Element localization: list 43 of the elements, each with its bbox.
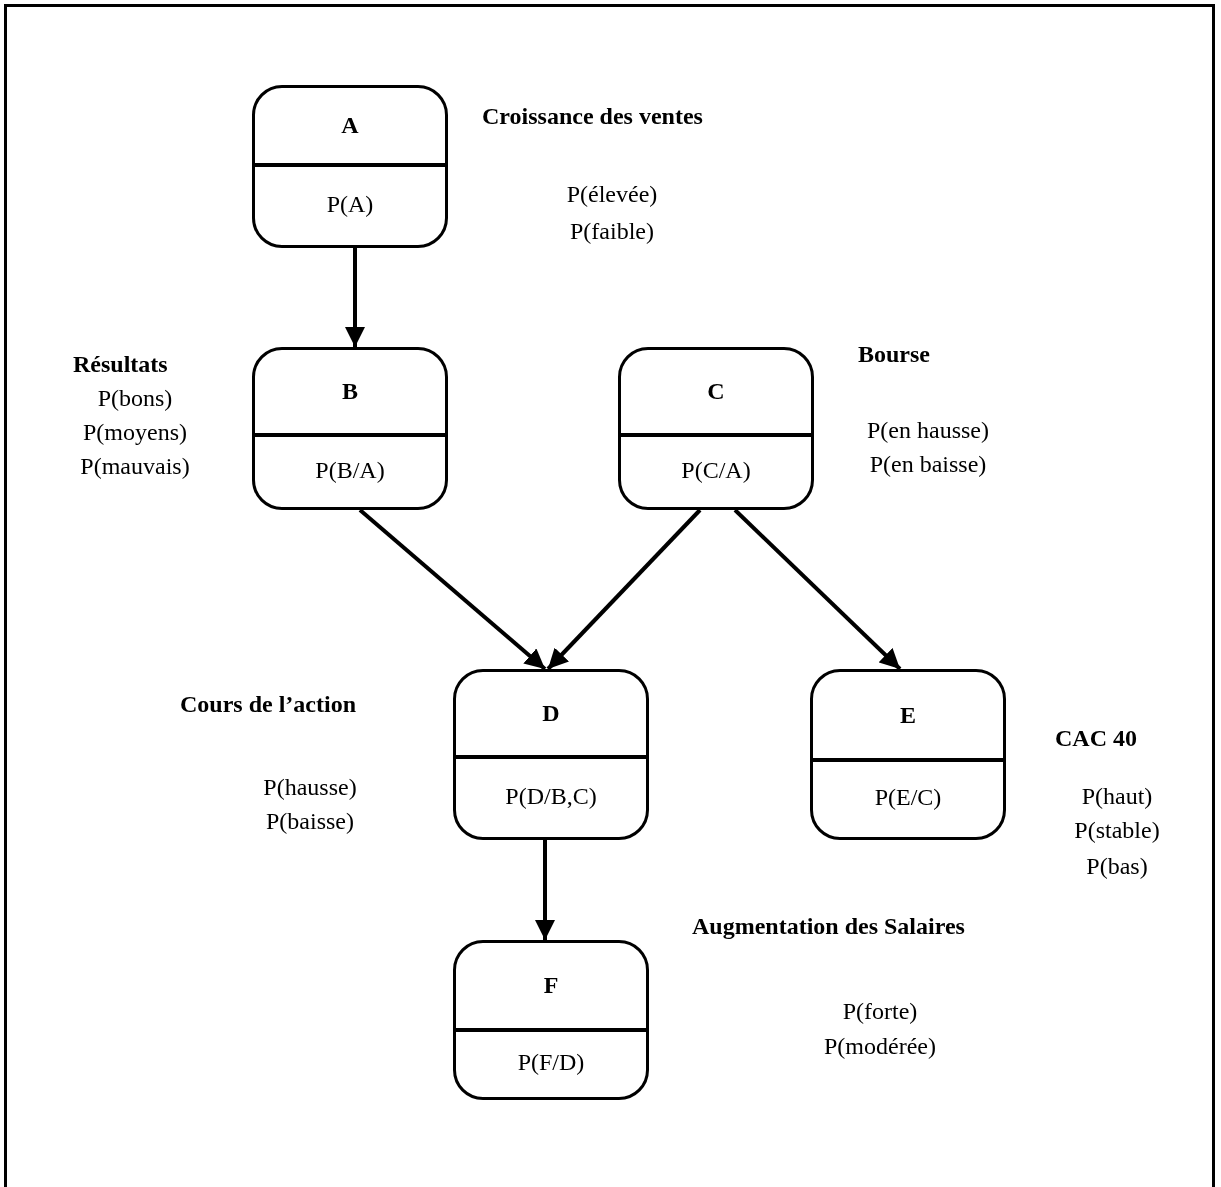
state-probability: P(bons) bbox=[97, 386, 173, 410]
node-box bbox=[453, 669, 649, 840]
state-probability: P(modérée) bbox=[824, 1034, 936, 1058]
state-probability: P(haut) bbox=[1081, 784, 1153, 808]
variable-name: CAC 40 bbox=[1055, 726, 1137, 750]
probability-label: P(D/B,C) bbox=[505, 782, 597, 810]
arrow bbox=[733, 508, 902, 671]
node-box bbox=[618, 347, 814, 510]
probability-label: P(F/D) bbox=[517, 1049, 585, 1076]
state-probability: P(faible) bbox=[570, 219, 654, 243]
probability-label: P(B/A) bbox=[315, 456, 385, 484]
state-probability: P(hausse) bbox=[263, 775, 357, 799]
node-letter: B bbox=[342, 378, 358, 405]
probability-label: P(A) bbox=[326, 190, 374, 218]
arrow bbox=[358, 508, 547, 671]
variable-name: Augmentation des Salaires bbox=[692, 914, 965, 938]
node-letter: C bbox=[707, 378, 725, 405]
variable-name: Cours de l’action bbox=[180, 692, 356, 716]
node-letter: A bbox=[341, 112, 359, 139]
node-letter: D bbox=[542, 700, 560, 727]
node-letter: F bbox=[543, 972, 559, 999]
probability-label: P(C/A) bbox=[681, 456, 751, 484]
state-probability: P(élevée) bbox=[566, 182, 658, 206]
state-probability: P(en hausse) bbox=[867, 418, 989, 442]
variable-name: Bourse bbox=[858, 342, 930, 366]
arrow bbox=[546, 508, 702, 671]
state-probability: P(moyens) bbox=[83, 420, 187, 444]
probability-label: P(E/C) bbox=[874, 784, 942, 811]
state-probability: P(en baisse) bbox=[869, 452, 987, 476]
state-probability: P(bas) bbox=[1086, 854, 1148, 878]
arrow bbox=[535, 840, 555, 940]
arrow bbox=[345, 248, 365, 347]
node-box bbox=[252, 85, 448, 248]
variable-name: Croissance des ventes bbox=[482, 104, 703, 128]
node-box bbox=[453, 940, 649, 1100]
node-box bbox=[810, 669, 1006, 840]
node-box bbox=[252, 347, 448, 510]
state-probability: P(mauvais) bbox=[80, 454, 190, 478]
variable-name: Résultats bbox=[73, 352, 168, 376]
state-probability: P(baisse) bbox=[266, 809, 354, 833]
node-letter: E bbox=[900, 701, 916, 729]
state-probability: P(stable) bbox=[1074, 818, 1160, 842]
state-probability: P(forte) bbox=[842, 999, 918, 1023]
